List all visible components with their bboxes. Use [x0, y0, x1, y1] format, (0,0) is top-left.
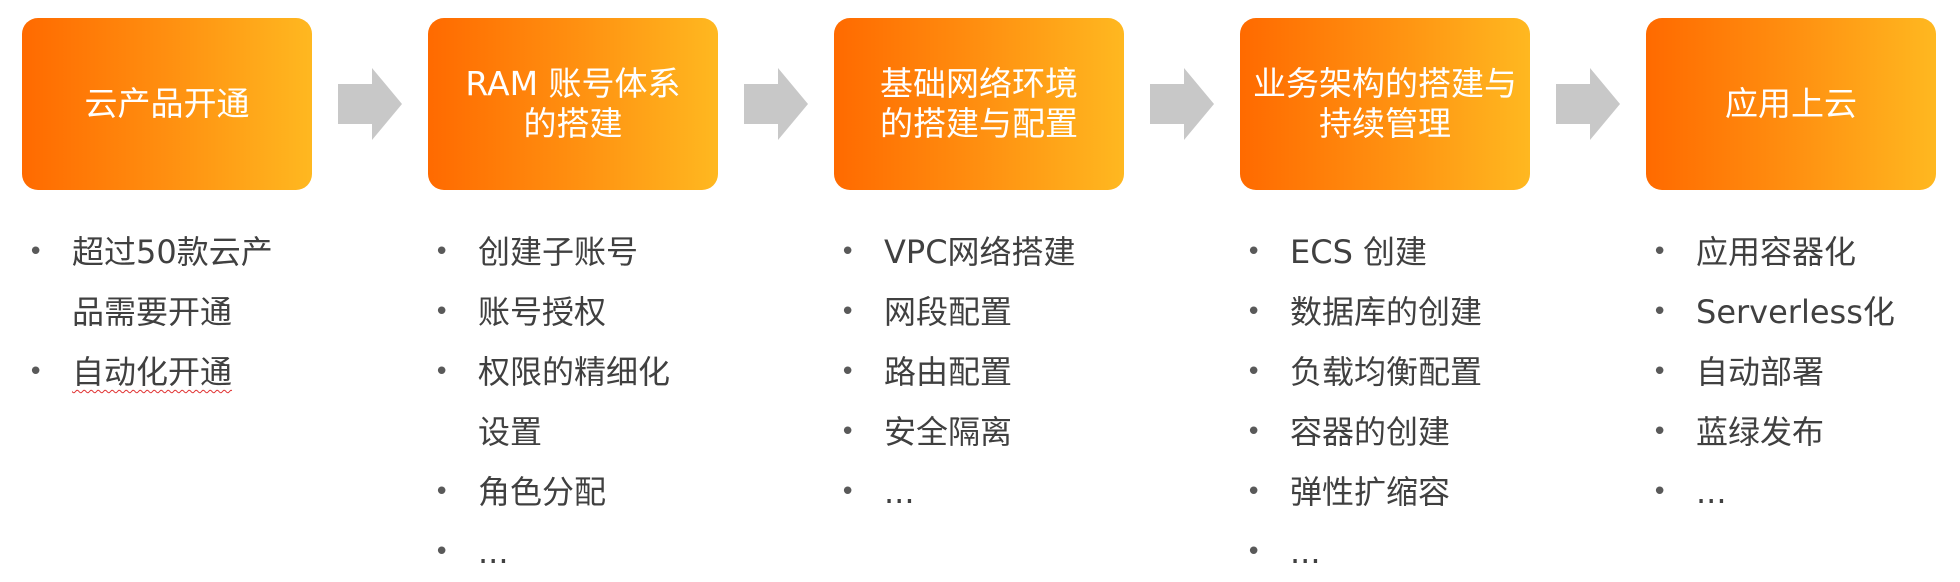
list-item: 容器的创建 — [1240, 402, 1530, 462]
list-item-continuation: 品需要开通 — [22, 282, 312, 342]
list-item: ECS 创建 — [1240, 222, 1530, 282]
list-item: 自动化开通 — [22, 342, 312, 402]
step-box-network-environment: 基础网络环境 的搭建与配置 — [834, 18, 1124, 190]
right-arrow-icon — [338, 68, 402, 140]
list-item: 账号授权 — [428, 282, 718, 342]
list-item: 创建子账号 — [428, 222, 718, 282]
list-item-text: 设置 — [478, 413, 543, 451]
list-item-text: 品需要开通 — [72, 293, 233, 331]
right-arrow-icon — [744, 68, 808, 140]
list-item: 权限的精细化 — [428, 342, 718, 402]
list-item: ... — [1646, 462, 1936, 522]
right-arrow-icon — [1150, 68, 1214, 140]
list-item: 蓝绿发布 — [1646, 402, 1936, 462]
list-item: 网段配置 — [834, 282, 1124, 342]
step-box-ram-account-system: RAM 账号体系 的搭建 — [428, 18, 718, 190]
step-box-app-to-cloud: 应用上云 — [1646, 18, 1936, 190]
list-item: 超过50款云产 — [22, 222, 312, 282]
list-item: ... — [428, 522, 718, 582]
list-item: 数据库的创建 — [1240, 282, 1530, 342]
list-item: 路由配置 — [834, 342, 1124, 402]
bullet-list-app-to-cloud: 应用容器化 Serverless化 自动部署 蓝绿发布 ... — [1646, 222, 1936, 522]
list-item-text: 自动化开通 — [72, 353, 233, 391]
bullet-list-cloud-product-activation: 超过50款云产 品需要开通 自动化开通 — [22, 222, 312, 402]
list-item: 弹性扩缩容 — [1240, 462, 1530, 522]
list-item-continuation: 设置 — [428, 402, 718, 462]
list-item: 安全隔离 — [834, 402, 1124, 462]
list-item: ... — [1240, 522, 1530, 582]
step-title: 应用上云 — [1725, 84, 1857, 123]
list-item: VPC网络搭建 — [834, 222, 1124, 282]
bullet-list-network-environment: VPC网络搭建 网段配置 路由配置 安全隔离 ... — [834, 222, 1124, 522]
step-title: RAM 账号体系 的搭建 — [465, 64, 681, 143]
step-box-business-architecture: 业务架构的搭建与 持续管理 — [1240, 18, 1530, 190]
list-item: 角色分配 — [428, 462, 718, 522]
step-title: 基础网络环境 的搭建与配置 — [880, 64, 1078, 143]
list-item: ... — [834, 462, 1124, 522]
bullet-list-ram-account-system: 创建子账号 账号授权 权限的精细化 设置 角色分配 ... — [428, 222, 718, 582]
step-title: 云产品开通 — [84, 84, 250, 123]
list-item: 负载均衡配置 — [1240, 342, 1530, 402]
bullet-list-business-architecture: ECS 创建 数据库的创建 负载均衡配置 容器的创建 弹性扩缩容 ... — [1240, 222, 1530, 582]
list-item: 自动部署 — [1646, 342, 1936, 402]
list-item: Serverless化 — [1646, 282, 1936, 342]
list-item: 应用容器化 — [1646, 222, 1936, 282]
right-arrow-icon — [1556, 68, 1620, 140]
step-box-cloud-product-activation: 云产品开通 — [22, 18, 312, 190]
step-title: 业务架构的搭建与 持续管理 — [1253, 64, 1517, 143]
